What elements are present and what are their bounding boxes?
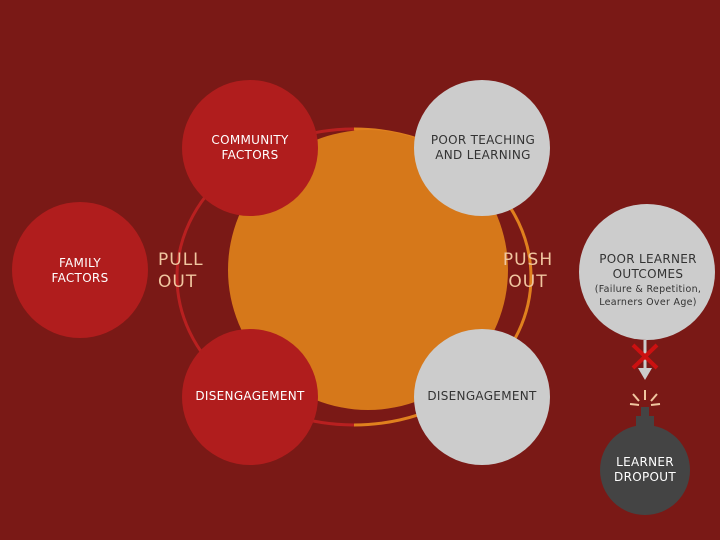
community-factors-label: COMMUNITY FACTORS <box>211 133 289 162</box>
family-factors-label: FAMILY FACTORS <box>51 256 109 285</box>
poor-outcomes-circle <box>579 204 715 340</box>
center-circle <box>228 130 508 410</box>
poor-teaching-label: POOR TEACHING AND LEARNING <box>430 133 536 162</box>
poor-outcomes-detail: (Failure & Repetition, Learners Over Age… <box>594 284 702 308</box>
disengagement-left-circle <box>182 329 318 465</box>
push-out-label: PUSH OUT <box>502 250 554 292</box>
disengagement-left-label: DISENGAGEMENT <box>195 389 305 403</box>
disengagement-right-label: DISENGAGEMENT <box>427 389 537 403</box>
cross-icon <box>631 343 659 370</box>
learner-dropout-label: LEARNER DROPOUT <box>614 455 676 484</box>
pull-out-label: PULL OUT <box>158 250 204 292</box>
family-circle <box>12 202 148 338</box>
poor-teaching-circle <box>414 80 550 216</box>
bomb-icon <box>600 390 690 515</box>
community-circle <box>182 80 318 216</box>
disengagement-right-circle <box>414 329 550 465</box>
poor-outcomes-label: POOR LEARNER OUTCOMES <box>599 252 697 281</box>
